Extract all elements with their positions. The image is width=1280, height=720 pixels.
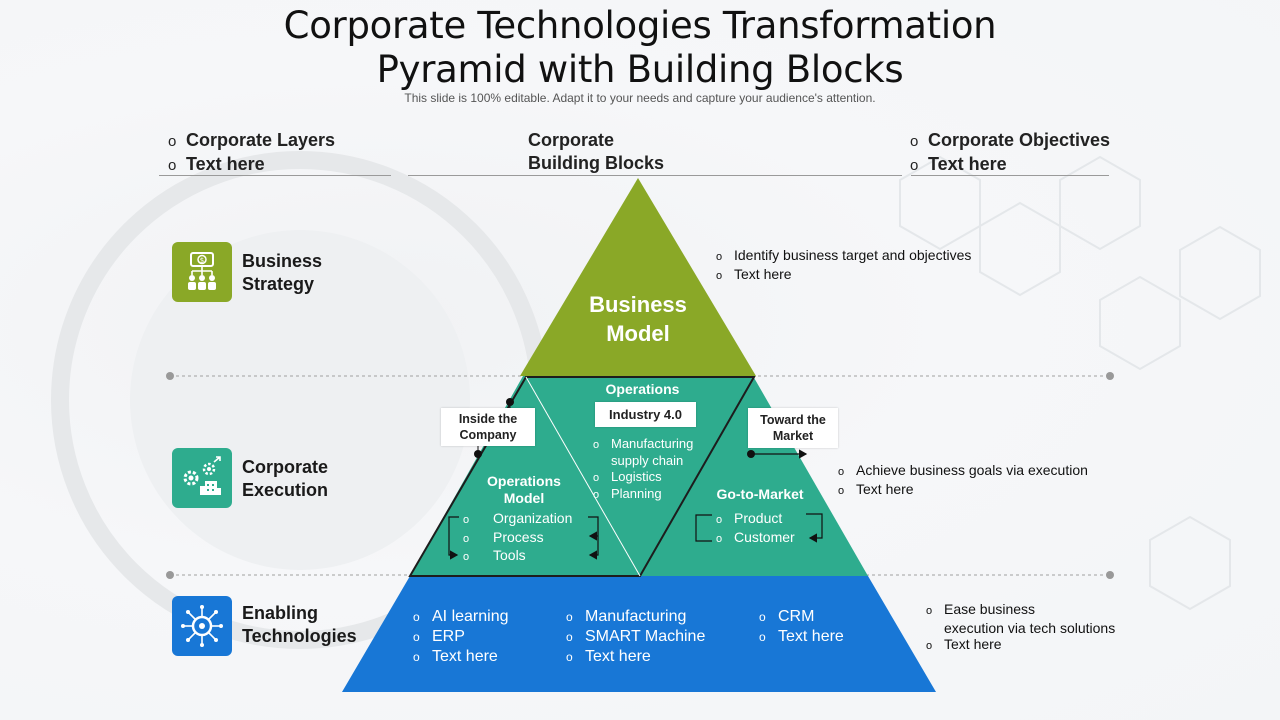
tech-item: AI learning xyxy=(432,608,509,625)
operations-item: Manufacturing xyxy=(611,436,694,451)
svg-text:$: $ xyxy=(200,257,204,265)
left-header-divider xyxy=(159,175,391,176)
slide-subtitle: This slide is 100% editable. Adapt it to… xyxy=(404,91,876,105)
gtm-left-bracket xyxy=(695,514,712,542)
note-item: Text here xyxy=(734,265,792,282)
go-to-market-item: Product xyxy=(734,510,783,526)
operations-item: Planning xyxy=(611,486,662,501)
left-header-line-1: Corporate Layers xyxy=(186,130,336,150)
right-header-divider xyxy=(911,175,1109,176)
title-line-2: Pyramid with Building Blocks xyxy=(376,48,904,91)
tech-item: CRM xyxy=(778,608,815,625)
center-header-line-1: Corporate xyxy=(528,130,615,150)
separator-dot xyxy=(1106,372,1114,380)
tech-item: Text here xyxy=(778,628,844,645)
separator-dot xyxy=(166,372,174,380)
right-header-line-2: Text here xyxy=(928,154,1007,174)
note-item: Ease business xyxy=(944,601,1036,617)
left-cycle-bracket xyxy=(448,516,459,560)
gears-building-icon xyxy=(183,456,221,495)
pyramid-top-business-model xyxy=(520,178,756,376)
center-header-divider xyxy=(408,175,902,176)
business-model-title: Business Model xyxy=(589,292,687,346)
toward-market-tag: Toward the Market xyxy=(748,408,838,448)
circuit-chip-icon xyxy=(181,605,223,647)
tech-item: Text here xyxy=(585,648,651,665)
slide-title: Corporate Technologies Transformation Py… xyxy=(0,4,1280,92)
go-to-market-item: Customer xyxy=(734,528,795,545)
operations-model-item: Tools xyxy=(493,547,526,563)
money-hierarchy-icon: $ xyxy=(188,252,216,290)
business-strategy-label: Business Strategy xyxy=(242,251,323,294)
operations-model-title: Operations Model xyxy=(487,473,561,506)
business-strategy-icon-box: $ xyxy=(172,242,232,302)
corporate-execution-label: Corporate Execution xyxy=(242,457,329,500)
note-item: Identify business target and objectives xyxy=(734,247,972,263)
operations-item: supply chain xyxy=(611,453,684,468)
go-to-market-title: Go-to-Market xyxy=(716,486,804,502)
operations-model-item: Process xyxy=(493,528,544,545)
center-column-header: Corporate Building Blocks xyxy=(528,129,664,175)
inside-company-tag: Inside the Company xyxy=(441,408,535,446)
tech-item: Text here xyxy=(432,648,498,665)
operations-model-item: Organization xyxy=(493,510,573,526)
title-line-1: Corporate Technologies Transformation xyxy=(283,4,997,47)
right-header-line-1: Corporate Objectives xyxy=(928,130,1111,150)
operations-item: Logistics xyxy=(611,469,662,484)
operations-diagonal-divider xyxy=(525,376,641,577)
left-header-line-2: Text here xyxy=(186,154,265,174)
note-item: Text here xyxy=(944,636,1002,652)
operations-title: Operations xyxy=(605,381,680,397)
separator-dot xyxy=(1106,571,1114,579)
tech-item: ERP xyxy=(432,628,465,645)
tech-item: Manufacturing xyxy=(585,608,687,625)
industry-badge: Industry 4.0 xyxy=(595,402,696,427)
gtm-right-bracket xyxy=(806,513,823,543)
enabling-technologies-label: Enabling Technologies xyxy=(242,603,357,646)
note-item: Achieve business goals via execution xyxy=(856,462,1088,478)
enabling-technologies-icon-box xyxy=(172,596,232,656)
note-item: execution via tech solutions xyxy=(944,619,1116,636)
note-item: Text here xyxy=(856,480,914,497)
pyramid-base-enabling-technologies xyxy=(342,576,936,692)
corporate-execution-icon-box xyxy=(172,448,232,508)
tech-item: SMART Machine xyxy=(585,628,706,645)
center-header-line-2: Building Blocks xyxy=(528,153,665,173)
separator-dot xyxy=(166,571,174,579)
